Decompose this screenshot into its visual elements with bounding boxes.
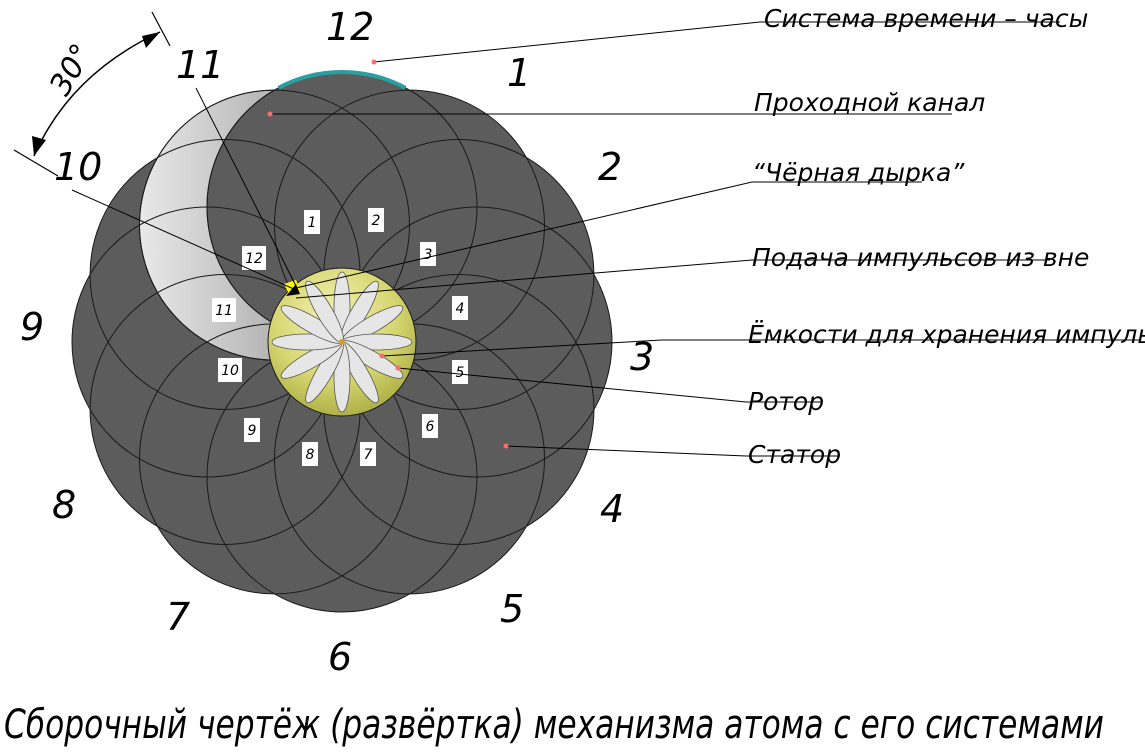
inner-number-box: 7 (360, 442, 376, 466)
callout-rotor: Ротор (748, 387, 824, 416)
inner-number-box: 5 (452, 360, 468, 384)
inner-number-bg (304, 210, 320, 234)
inner-number-bg (360, 442, 376, 466)
rotor-hub (339, 339, 345, 345)
angle-ray-right (151, 11, 171, 47)
callout-impulse-input: Подача импульсов из вне (752, 243, 1089, 272)
callout-stator: Статор (748, 440, 841, 469)
black-hole-icon (286, 284, 300, 296)
pointer-markers (267, 59, 509, 449)
inner-number-box: 10 (218, 358, 242, 382)
inner-number: 11 (215, 303, 233, 319)
callout-black-hole: “Чёрная дырка” (752, 158, 965, 187)
inner-number-box: 6 (422, 414, 438, 438)
angle-arc (33, 31, 161, 157)
outer-number: 5 (500, 587, 524, 631)
inner-number-bg (242, 246, 266, 270)
inner-number-box: 2 (368, 208, 384, 232)
outer-number: 7 (166, 595, 190, 639)
impulse-storage-petals (271, 271, 413, 413)
inner-number: 2 (372, 213, 381, 229)
outer-hour-numbers: 1 2 3 4 5 6 7 8 9 10 11 12 (20, 5, 654, 679)
callout-storage: Ёмкости для хранения импульсов (748, 320, 1145, 349)
inner-number: 12 (245, 251, 263, 267)
inner-number-bg (218, 358, 242, 382)
callout-labels: Система времени – часы Проходной канал “… (748, 4, 1145, 469)
inner-number-bg (452, 360, 468, 384)
inner-number: 7 (364, 447, 373, 463)
inner-number: 6 (426, 419, 435, 435)
inner-number: 10 (221, 363, 239, 379)
marker-dot (503, 443, 509, 449)
inner-number-bg (452, 296, 468, 320)
inner-number: 8 (306, 447, 315, 463)
marker-dot (379, 353, 385, 359)
outer-number: 6 (328, 635, 352, 679)
inner-number-box: 9 (244, 418, 260, 442)
clock-arc (277, 70, 407, 90)
leader-stator (505, 445, 838, 457)
inner-number-box: 12 (242, 246, 266, 270)
diagram-caption: Сборочный чертёж (развёртка) механизма а… (4, 702, 1104, 748)
inner-number-bg (302, 442, 318, 466)
inner-number: 1 (308, 215, 317, 231)
radial-line (195, 87, 297, 287)
outer-number: 10 (54, 145, 102, 189)
inner-number-box: 3 (420, 242, 436, 266)
inner-number-bg (422, 414, 438, 438)
outer-number: 2 (598, 145, 622, 189)
leader-clock (373, 21, 1060, 63)
angle-ray-left (13, 149, 59, 177)
callout-clock: Система времени – часы (764, 4, 1088, 33)
inner-number: 4 (456, 301, 465, 317)
inner-number: 5 (456, 365, 465, 381)
inner-number-box: 1 (304, 210, 320, 234)
inner-number-bg (212, 298, 236, 322)
outer-number: 3 (630, 335, 654, 379)
inner-number-bg (244, 418, 260, 442)
outer-number: 9 (20, 305, 44, 349)
leader-rotor (397, 367, 822, 403)
outer-number: 1 (507, 51, 531, 95)
inner-number-box: 8 (302, 442, 318, 466)
angle-label: 30° (43, 38, 100, 102)
marker-dot (395, 365, 401, 371)
outer-number: 4 (600, 487, 624, 531)
inner-number: 9 (248, 423, 257, 439)
leader-impulse-input (295, 259, 1050, 299)
marker-dot (267, 111, 273, 117)
leader-storage (381, 339, 1140, 357)
inner-number-bg (368, 208, 384, 232)
radial-line (71, 189, 297, 291)
marker-dot (371, 59, 377, 65)
inner-radial-lines (71, 87, 297, 291)
inner-number-box: 11 (212, 298, 236, 322)
arrow-head-icon (142, 32, 160, 48)
outer-number: 12 (326, 5, 374, 49)
inner-number-box: 4 (452, 296, 468, 320)
callout-channel: Проходной канал (754, 88, 985, 117)
arrow-head-icon (32, 136, 46, 156)
leader-lines (270, 21, 1140, 457)
inner-number: 3 (424, 247, 433, 263)
inner-number-bg (420, 242, 436, 266)
outer-number: 11 (176, 43, 224, 87)
outer-number: 8 (52, 483, 76, 527)
leader-black-hole (295, 181, 922, 289)
